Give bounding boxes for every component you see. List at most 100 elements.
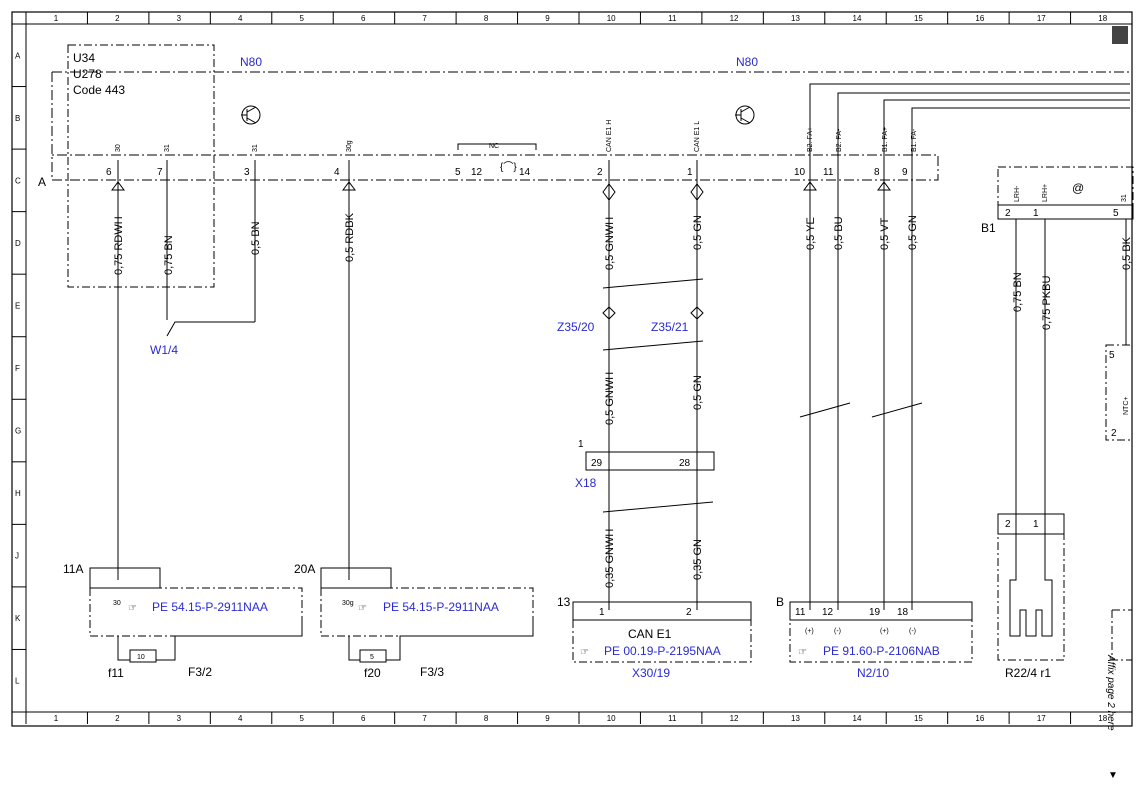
label-u278: U278 (73, 67, 102, 81)
link-n80-right[interactable]: N80 (736, 55, 758, 69)
pin-label-31: 31 (164, 144, 171, 152)
sensor-icon: @ (1072, 181, 1084, 195)
grid-column-label: 12 (730, 714, 739, 723)
label-13: 13 (557, 595, 571, 609)
grid-column-label: 10 (607, 14, 616, 23)
pin-number: 1 (599, 607, 605, 618)
pin-number: 5 (1113, 208, 1119, 219)
pin-number: 29 (591, 458, 603, 469)
reference-hand-icon: ☞ (358, 603, 367, 614)
pin-label-30: 30 (115, 144, 122, 152)
corner-icon (1112, 26, 1128, 44)
module-box-u34 (67, 44, 215, 288)
grid-row-label: G (15, 427, 21, 436)
fuse-icon (129, 649, 157, 663)
grid-column-label: 16 (975, 14, 984, 23)
pin-label: NTC+ (1123, 397, 1130, 415)
grid-column-label: 13 (791, 714, 800, 723)
grid-column-label: 8 (484, 14, 489, 23)
pin-number: 5 (455, 167, 461, 178)
transistor-icon (735, 105, 755, 125)
grid-column-label: 14 (853, 14, 862, 23)
grid-row-label: L (15, 677, 20, 686)
link-pe3[interactable]: PE 00.19-P-2195NAA (604, 644, 721, 658)
link-z3521[interactable]: Z35/21 (651, 320, 689, 334)
pin-number: 3 (244, 167, 250, 178)
link-w14[interactable]: W1/4 (150, 343, 178, 357)
pin-number: 28 (679, 458, 691, 469)
pin-number: 11 (795, 607, 806, 618)
grid-column-label: 11 (668, 714, 677, 723)
grid-column-label: 7 (422, 714, 427, 723)
link-z3520[interactable]: Z35/20 (557, 320, 595, 334)
wire-label: 0,35 GN (692, 539, 704, 580)
polarity-minus: (-) (834, 628, 841, 635)
grid-columns: 1122334455667788991010111112121313141415… (25, 12, 1108, 724)
pin-number: 2 (1005, 519, 1011, 530)
link-n210[interactable]: N2/10 (857, 666, 889, 680)
wire-label: 0,5 BN (250, 221, 262, 255)
b1-connector (997, 204, 1134, 220)
fuse-wire (348, 620, 534, 661)
grid-row-label: C (15, 176, 21, 185)
link-n80-left[interactable]: N80 (240, 55, 262, 69)
grid-column-label: 8 (484, 714, 489, 723)
grid-row-label: D (15, 239, 21, 248)
link-pe4[interactable]: PE 91.60-P-2106NAB (823, 644, 940, 658)
pin-number: 2 (597, 167, 603, 178)
pin-number: 7 (157, 167, 163, 178)
n210-box (789, 619, 973, 663)
label-code443: Code 443 (73, 83, 125, 97)
link-x3019[interactable]: X30/19 (632, 666, 670, 680)
connector-b (789, 601, 973, 621)
grid-column-label: 9 (545, 714, 550, 723)
label-f20: f20 (364, 666, 381, 680)
grid-column-label: 1 (54, 14, 59, 23)
grid-column-label: 6 (361, 714, 366, 723)
label-11a: 11A (63, 562, 83, 576)
grid-column-label: 7 (422, 14, 427, 23)
link-x18[interactable]: X18 (575, 476, 597, 490)
link-pe1[interactable]: PE 54.15-P-2911NAA (152, 600, 268, 614)
wire-label: 0,75 BN (163, 235, 175, 275)
grid-column-label: 3 (177, 14, 182, 23)
fuse-box-f32 (89, 587, 303, 637)
fuse-value: 5 (370, 654, 374, 661)
pin-number: 2 (1111, 428, 1117, 439)
connector-20a (320, 567, 392, 589)
grid-column-label: 3 (177, 714, 182, 723)
arrow-icons (111, 181, 891, 320)
wire-label: 0,5 GN (692, 215, 704, 250)
reference-hand-icon: ☞ (798, 647, 807, 658)
pin-number: 30g (342, 600, 354, 607)
reference-hand-icon: ☞ (580, 647, 589, 658)
grid-column-label: 5 (300, 14, 305, 23)
grid-column-label: 4 (238, 714, 243, 723)
grid-row-label: F (15, 364, 20, 373)
wire-label: 0,75 RDWH (113, 216, 125, 275)
fuse-box-f33 (320, 587, 534, 637)
can-e1-box (572, 619, 752, 663)
grid-column-label: 2 (115, 14, 120, 23)
feed-lines (809, 83, 1130, 165)
link-pe2[interactable]: PE 54.15-P-2911NAA (383, 600, 499, 614)
pin-label-can-l: CAN E1 L (694, 121, 701, 152)
pin-number: 9 (902, 167, 908, 178)
wire-label: 0,5 VT (879, 217, 891, 250)
fuse-wire (117, 620, 303, 661)
grid-column-label: 17 (1037, 714, 1046, 723)
grid-column-label: 14 (853, 714, 862, 723)
wire-label: 0,5 GN (692, 375, 704, 410)
label-f32: F3/2 (188, 665, 212, 679)
grid-row-label: J (15, 552, 19, 561)
label-20a: 20A (294, 562, 315, 576)
pin-number: 2 (686, 607, 692, 618)
pin-label-31: 31 (252, 144, 259, 152)
label-u34: U34 (73, 51, 95, 65)
transistor-icon (241, 105, 261, 125)
wire-label: 0,35 GNWH (604, 529, 616, 588)
wire-label: 0,5 GNWH (604, 217, 616, 270)
grid-column-label: 5 (300, 714, 305, 723)
grid-row-label: H (15, 489, 21, 498)
